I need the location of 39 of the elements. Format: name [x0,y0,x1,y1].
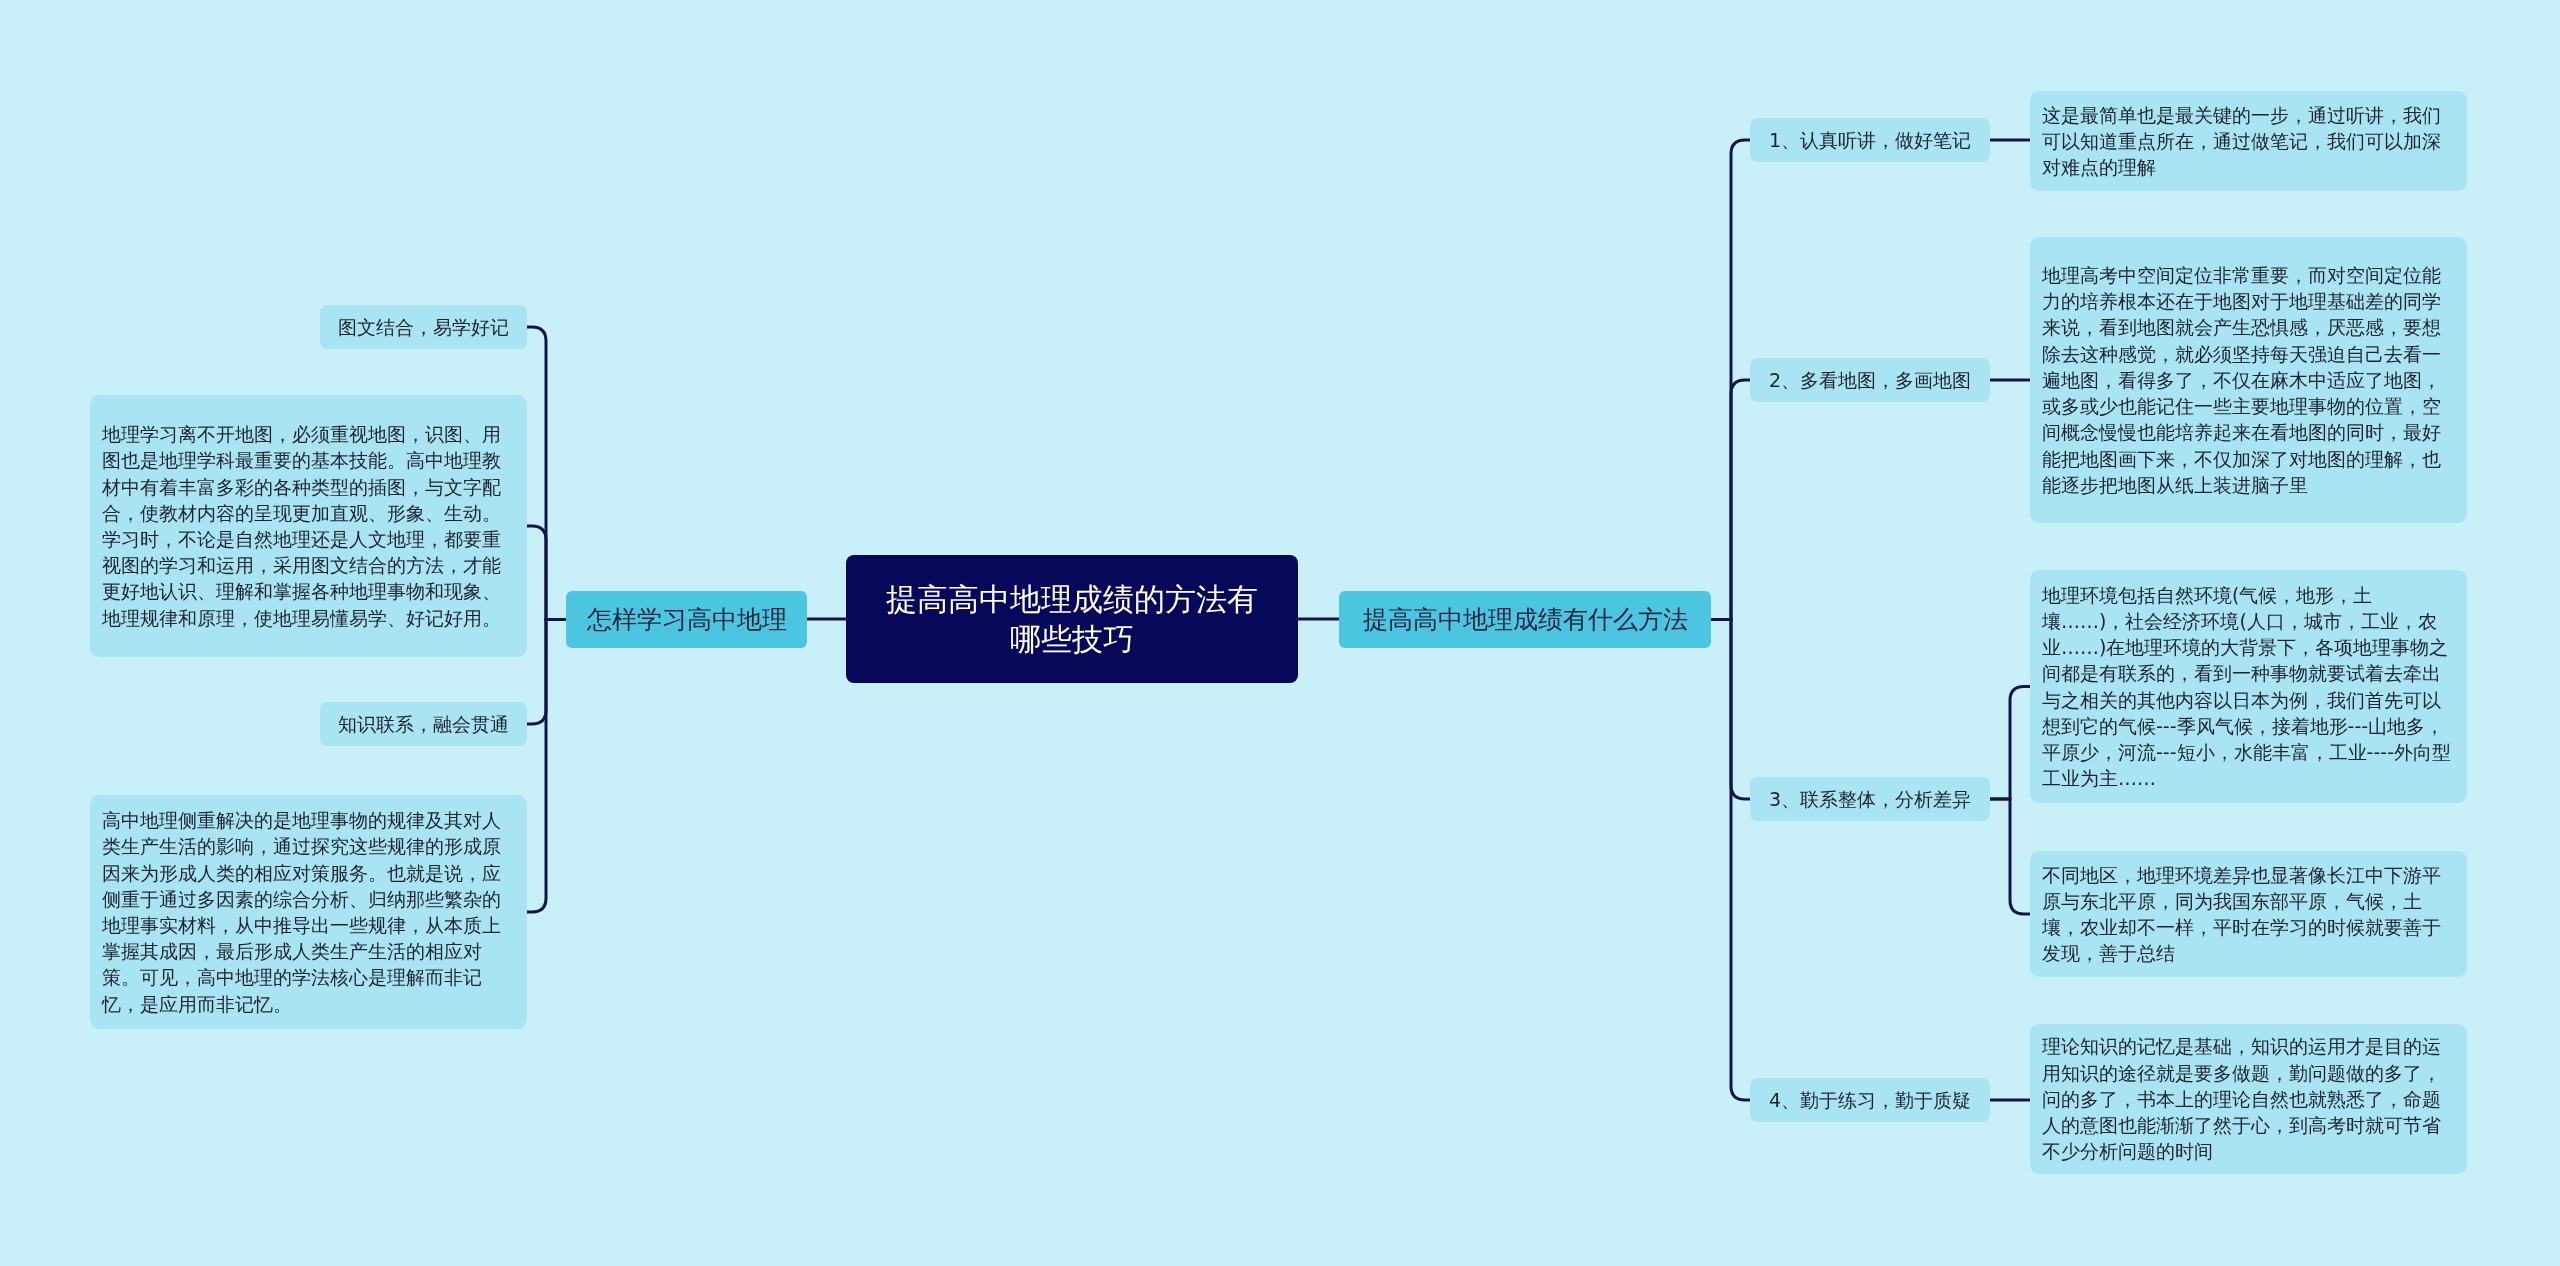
subtopic-box [1750,777,1990,821]
note-box [90,395,527,657]
note-box [2030,1024,2467,1174]
connector-line [1988,378,2032,382]
connector-line [1296,617,1341,621]
branch-topic [1339,591,1711,648]
subtopic-box [1750,118,1990,162]
topic-text: 图文结合，易学好记 [338,315,509,339]
note-box [2030,851,2467,977]
connector-line [1988,138,2032,142]
topic-text: 2、多看地图，多画地图 [1768,368,1972,392]
subtopic-box [1750,358,1990,402]
topic-text: 1、认真听讲，做好笔记 [1768,128,1972,152]
topic-text: 高中地理侧重解决的是地理事物的规律及其对人类生产生活的影响，通过探究这些规律的形成原因来为形成人类的相应对策服务。也就是说，应侧重于通过多因素的综合分析、归纳那些繁杂的地理事实材料，从中推导出一些规律，从本质上掌握其成因，最后形成人类生产生活的相应对策。可见，高中地理的学法核心是理解而非记忆，是应用而非记忆。 [102,808,502,1017]
topic-text: 这是最简单也是最关键的一步，通过听讲，我们可以知道重点所在，通过做笔记，我们可以加深对难点的理解 [2042,102,2442,181]
central-topic [846,555,1298,683]
connector-line [1988,1098,2032,1102]
subtopic-box [320,702,527,746]
topic-text: 提高高中地理成绩有什么方法 [1362,604,1688,635]
note-box [2030,570,2467,803]
subtopic-box [320,305,527,349]
note-box [90,795,527,1029]
topic-text: 知识联系，融会贯通 [338,712,509,736]
topic-text: 4、勤于练习，勤于质疑 [1768,1088,1972,1112]
topic-text: 地理学习离不开地图，必须重视地图，识图、用图也是地理学科最重要的基本技能。高中地理教材中有着丰富多彩的各种类型的插图，与文字配合，使教材内容的呈现更加直观、形象、生动。学习时，不论是自然地理还是人文地理，都要重视图的学习和运用，采用图文结合的方法，才能更好地认识、理解和掌握各种地理事物和现象、地理规律和原理，使地理易懂易学、好记好用。 [102,422,502,631]
note-box [2030,237,2467,523]
note-box [2030,91,2467,191]
connector-line [525,618,568,914]
topic-text: 提高高中地理成绩的方法有哪些技巧 [885,579,1259,659]
topic-text: 理论知识的记忆是基础，知识的运用才是目的运用知识的途径就是要多做题，勤问题做的多了，问的多了，书本上的理论自然也就熟悉了，命题人的意图也能渐渐了然于心，到高考时就可节省不少分析问题的时间 [2042,1034,2442,1165]
topic-text: 不同地区，地理环境差异也显著像长江中下游平原与东北平原，同为我国东部平原，气候，土壤，农业却不一样，平时在学习的时候就要善于发现，善于总结 [2042,862,2442,967]
connector-line [805,617,848,621]
topic-text: 地理环境包括自然环境(气候，地形，土壤……)，社会经济环境(人口，城市，工业，农业……)在地理环境的大背景下，各项地理事物之间都是有联系的，看到一种事物就要试着去牵出与之相关的其他内容以日本为例，我们首先可以想到它的气候---季风气候，接着地形---山地多，平原少，河流---短小，水能丰富，工业----外向型工业为主…… [2042,582,2452,792]
connector-line [1988,797,2032,916]
topic-text: 怎样学习高中地理 [586,604,787,635]
branch-topic [566,591,807,648]
subtopic-box [1750,1078,1990,1122]
topic-text: 地理高考中空间定位非常重要，而对空间定位能力的培养根本还在于地图对于地理基础差的同学来说，看到地图就会产生恐惧感，厌恶感，要想除去这种感觉，就必须坚持每天强迫自己去看一遍地图，看得多了，不仅在麻木中适应了地图，或多或少也能记住一些主要地理事物的位置，空间概念慢慢也能培养起来在看地图的同时，最好能把地图画下来，不仅加深了对地图的理解，也能逐步把地图从纸上装进脑子里 [2042,263,2442,498]
topic-text: 3、联系整体，分析差异 [1768,787,1972,811]
